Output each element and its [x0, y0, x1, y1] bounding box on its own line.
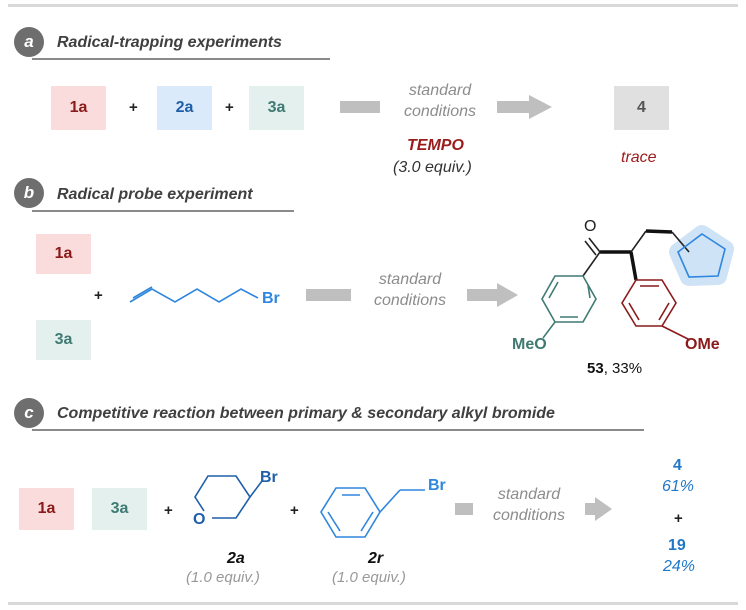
product-19-yield: 24% [663, 558, 696, 575]
plus-sign: + [94, 287, 103, 304]
compound-2a-label: 2a [227, 550, 245, 567]
product-number: 53 [587, 360, 604, 377]
plus-sign: + [164, 502, 173, 519]
bottom-divider [8, 602, 738, 605]
conditions-label: standard conditions [355, 269, 465, 311]
reactant-2a-box: 2a [157, 86, 212, 130]
conditions-line2: conditions [403, 103, 477, 120]
conditions-line1: standard [408, 82, 472, 99]
plus-sign: + [674, 510, 683, 527]
reaction-arrow-c [455, 497, 612, 521]
bromide-2a-label: Br [260, 469, 278, 486]
conditions-label: standard conditions [385, 80, 495, 122]
reactant-1a-box: 1a [51, 86, 106, 130]
compound-2a-equiv: (1.0 equiv.) [186, 569, 260, 586]
section-c-letter: c [14, 398, 44, 428]
plus-sign: + [290, 502, 299, 519]
compound-2r-equiv: (1.0 equiv.) [332, 569, 406, 586]
product-4-number: 4 [673, 457, 682, 474]
compound-2r-label: 2r [368, 550, 384, 567]
product-4-box: 4 [614, 86, 669, 130]
tempo-equiv: (3.0 equiv.) [393, 159, 472, 176]
section-a-letter: a [14, 27, 44, 57]
reaction-arrow-a [340, 95, 552, 119]
conditions-line2: conditions [373, 292, 447, 309]
reactant-1a-box: 1a [36, 234, 91, 274]
hexenyl-bromide-structure [129, 286, 259, 303]
product-trace-result: trace [621, 149, 657, 166]
reactant-1a-box: 1a [19, 488, 74, 530]
reactant-3a-box: 3a [249, 86, 304, 130]
ring-oxygen: O [193, 511, 206, 528]
compound-2r-structure [320, 487, 425, 538]
section-b-letter: b [14, 178, 44, 208]
reactant-3a-box: 3a [92, 488, 147, 530]
product-53-label: 53, 33% [587, 360, 642, 377]
ome-group: OMe [685, 336, 720, 353]
product-4-yield: 61% [662, 478, 695, 495]
reaction-arrow-b [306, 283, 518, 307]
bromide-label: Br [262, 290, 280, 307]
section-c-title: Competitive reaction between primary & s… [57, 405, 555, 422]
conditions-line1: standard [497, 486, 561, 503]
conditions-label: standard conditions [474, 484, 584, 526]
conditions-line2: conditions [492, 507, 566, 524]
product-53-structure [541, 225, 734, 341]
plus-sign: + [129, 99, 138, 116]
section-a-underline [32, 58, 330, 60]
section-b-title: Radical probe experiment [57, 186, 253, 203]
reactant-3a-box: 3a [36, 320, 91, 360]
product-yield: , 33% [603, 360, 643, 377]
product-19-number: 19 [668, 537, 686, 554]
meo-group: MeO [512, 336, 547, 353]
tempo-additive: TEMPO [407, 137, 464, 154]
ketone-oxygen: O [584, 218, 597, 235]
plus-sign: + [225, 99, 234, 116]
top-divider [8, 4, 738, 7]
compound-2a-structure [194, 475, 263, 519]
conditions-line1: standard [378, 271, 442, 288]
section-c-underline [32, 429, 644, 431]
bromide-2r-label: Br [428, 477, 446, 494]
section-a-title: Radical-trapping experiments [57, 34, 282, 51]
section-b-underline [32, 210, 294, 212]
